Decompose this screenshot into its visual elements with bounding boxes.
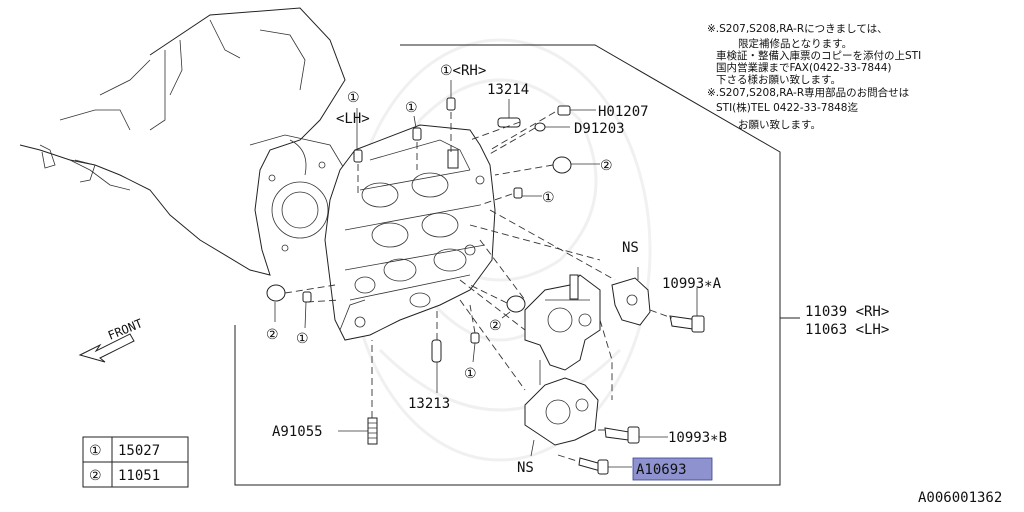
note-line-5: 下さる様お願い致します。	[716, 73, 841, 86]
callout-15027-lh[interactable]: ①	[347, 90, 360, 106]
callout-15027-right[interactable]: ①	[542, 190, 555, 206]
note-line-6: ※.S207,S208,RA-R専用部品のお問合せは	[707, 86, 909, 99]
callout-11063-lh[interactable]: 11063 <LH>	[805, 322, 889, 338]
front-arrow-icon	[78, 333, 135, 363]
note-line-4: 国内営業課までFAX(0422-33-7844)	[716, 61, 892, 74]
side-label-lh: <LH>	[336, 111, 370, 127]
washer-d91203	[534, 122, 546, 132]
bolt-10993a	[669, 315, 705, 333]
front-label: FRONT	[106, 316, 145, 343]
cylinder-head	[324, 124, 496, 341]
cam-carrier-upper	[524, 274, 601, 371]
note-line-2: 限定補修品となります。	[738, 37, 852, 50]
bolt-a10693	[578, 457, 609, 475]
callout-11051-mid[interactable]: ②	[489, 318, 502, 334]
stud-a91055	[367, 417, 378, 445]
callout-15027-left[interactable]: ①	[296, 331, 309, 347]
callout-10993a[interactable]: 10993∗A	[662, 276, 722, 292]
note-line-3: 車検証・整備入庫票のコピーを添付の上STI	[716, 49, 921, 62]
callout-11039-rh[interactable]: 11039 <RH>	[805, 304, 889, 320]
callout-15027-a[interactable]: ①	[405, 100, 418, 116]
group-bracket	[234, 44, 800, 486]
legend-table: ① 15027 ② 11051	[82, 436, 189, 488]
cam-carrier-lower	[524, 360, 599, 446]
callout-13213[interactable]: 13213	[408, 396, 450, 412]
note-line-7: STI(株)TEL 0422-33-7848迄	[716, 101, 858, 114]
legend-part-2[interactable]: 11051	[118, 468, 160, 484]
pin-13213	[431, 339, 442, 363]
plug-11051-mid	[506, 295, 526, 313]
bolt-10993b	[604, 426, 640, 444]
label-ns-bottom: NS	[517, 460, 534, 476]
engine-block	[19, 7, 346, 276]
callout-11051-top[interactable]: ②	[600, 158, 613, 174]
callout-11051-left[interactable]: ②	[266, 327, 279, 343]
plug-h01207	[557, 105, 571, 116]
callout-15027-mid[interactable]: ①	[464, 366, 477, 382]
assembly-lines	[284, 111, 673, 463]
callout-10993b[interactable]: 10993∗B	[668, 430, 727, 446]
note-line-8: お願い致します。	[738, 118, 821, 131]
legend-symbol-1: ①	[89, 443, 102, 459]
callout-h01207[interactable]: H01207	[598, 104, 649, 120]
plug-11051-top	[552, 156, 572, 174]
note-line-1: ※.S207,S208,RA-Rにつきましては、	[707, 23, 888, 35]
label-ns-top: NS	[622, 240, 639, 256]
diagram-id: A006001362	[918, 490, 1002, 506]
callout-15027-rh[interactable]: ①<RH>	[440, 63, 486, 79]
callout-13214[interactable]: 13214	[487, 82, 529, 98]
bracket-ns	[611, 277, 651, 326]
callout-a10693[interactable]: A10693	[636, 462, 687, 478]
legend-symbol-2: ②	[89, 468, 102, 484]
highlight-a10693	[632, 457, 713, 481]
callout-d91203[interactable]: D91203	[574, 121, 625, 137]
plug-11051-left	[266, 284, 286, 302]
notes-block: ※.S207,S208,RA-Rにつきましては、 限定補修品となります。 車検証…	[707, 23, 921, 131]
callout-a91055[interactable]: A91055	[272, 424, 323, 440]
leader-lines	[274, 80, 698, 468]
legend-part-1[interactable]: 15027	[118, 443, 160, 459]
